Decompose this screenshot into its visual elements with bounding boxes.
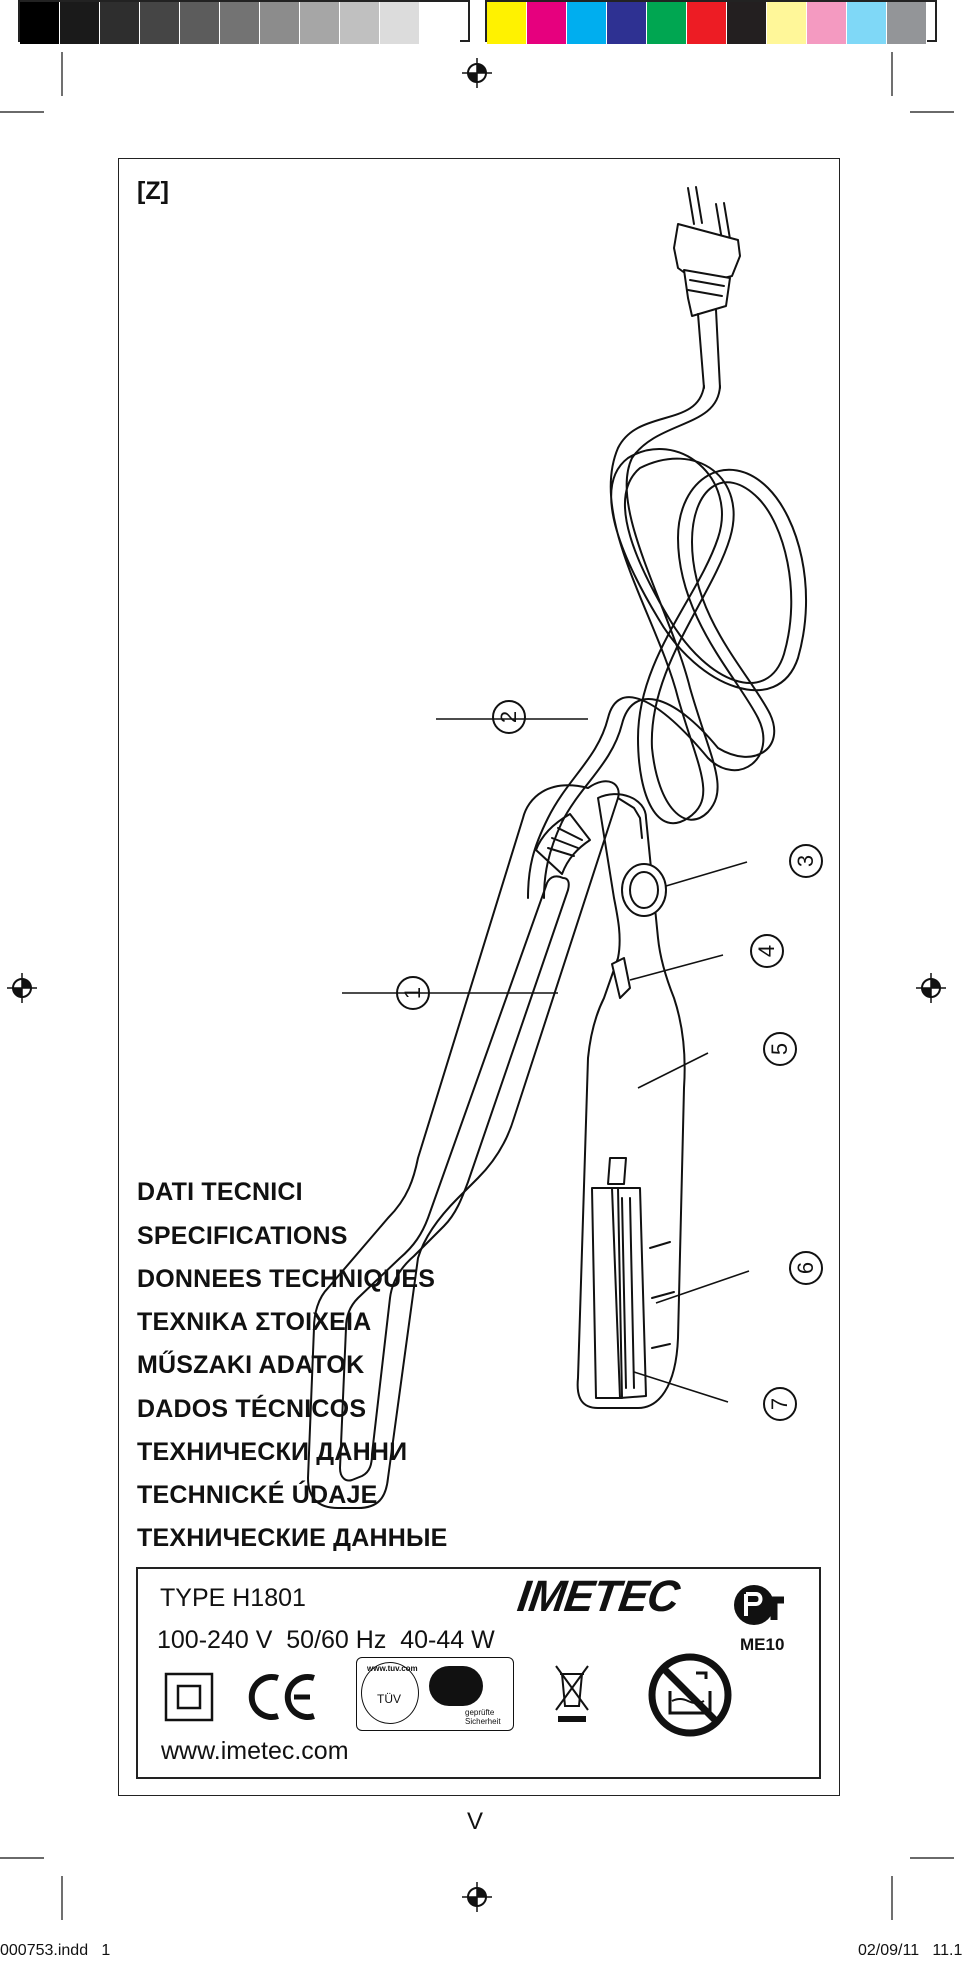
gs-caption-2: Sicherheit — [465, 1717, 501, 1726]
no-water-bath-icon — [648, 1653, 732, 1737]
spec-heading-cz: TECHNICKÉ ÚDAJE — [137, 1481, 378, 1509]
tuv-gs-certification-icon: www.tuv.com TÜV geprüfte Sicherheit — [356, 1657, 514, 1731]
ce-mark-icon — [248, 1674, 315, 1720]
file-slug: 000753.indd 1 — [0, 1942, 111, 1959]
gost-r-certification-icon — [734, 1585, 784, 1625]
model-type: TYPE H1801 — [160, 1584, 306, 1612]
callout-2: 2 — [492, 700, 526, 734]
grayscale-swatch — [220, 2, 260, 44]
color-swatch — [607, 2, 647, 44]
spec-heading-hu: MŰSZAKI ADATOK — [137, 1351, 365, 1379]
grayscale-swatch — [420, 2, 460, 44]
grayscale-swatch — [260, 2, 300, 44]
grayscale-swatch — [300, 2, 340, 44]
callout-1: 1 — [396, 976, 430, 1010]
weee-crossed-bin-icon — [555, 1665, 589, 1722]
spec-heading-ru: ТЕХНИЧЕСКИЕ ДАННЫЕ — [137, 1524, 448, 1552]
color-swatch — [807, 2, 847, 44]
grayscale-swatch — [180, 2, 220, 44]
spec-heading-bg: ТЕХНИЧЕСКИ ДАННИ — [137, 1438, 408, 1466]
rating-label-plate — [136, 1567, 821, 1779]
callout-7: 7 — [763, 1387, 797, 1421]
grayscale-swatch — [20, 2, 60, 44]
callout-5: 5 — [763, 1032, 797, 1066]
class-ii-double-insulation-icon — [164, 1672, 214, 1722]
callout-3: 3 — [789, 844, 823, 878]
brand-logo: IMETEC — [514, 1572, 682, 1621]
section-label: [Z] — [137, 177, 169, 205]
color-swatch — [527, 2, 567, 44]
page-frame — [118, 158, 840, 1796]
registration-mark-bottom — [462, 1882, 492, 1912]
grayscale-swatch — [60, 2, 100, 44]
spec-heading-en: SPECIFICATIONS — [137, 1222, 348, 1250]
callout-6: 6 — [789, 1251, 823, 1285]
spec-heading-it: DATI TECNICI — [137, 1178, 303, 1206]
spec-heading-gr: ΤΕΧΝΙΚΑ ΣΤΟΙΧΕΙΑ — [137, 1308, 372, 1336]
power-plug-icon — [673, 186, 741, 389]
grayscale-swatch — [380, 2, 420, 44]
color-swatch — [887, 2, 927, 44]
color-swatch — [767, 2, 807, 44]
website-url[interactable]: www.imetec.com — [161, 1737, 349, 1765]
registration-mark-top — [462, 58, 492, 88]
gs-mark — [429, 1666, 483, 1706]
tuv-url: www.tuv.com — [367, 1664, 418, 1673]
hair-straightener-illustration — [307, 186, 808, 1509]
spec-heading-fr: DONNEES TECHNIQUES — [137, 1265, 436, 1293]
registration-mark-right — [916, 973, 946, 1003]
tuv-seal — [361, 1662, 419, 1724]
color-calibration-bar — [485, 0, 937, 44]
color-swatch — [487, 2, 527, 44]
grayscale-swatch — [140, 2, 180, 44]
registration-mark-left — [7, 973, 37, 1003]
tuv-mark: TÜV — [377, 1692, 401, 1706]
print-timestamp: 02/09/11 11.1 — [858, 1942, 962, 1959]
color-swatch — [687, 2, 727, 44]
spec-heading-pt: DADOS TÉCNICOS — [137, 1395, 367, 1423]
color-swatch — [647, 2, 687, 44]
cert-code: ME10 — [740, 1635, 785, 1654]
color-swatch — [567, 2, 607, 44]
grayscale-calibration-bar — [18, 0, 470, 44]
color-swatch — [727, 2, 767, 44]
grayscale-swatch — [340, 2, 380, 44]
gs-caption-1: geprüfte — [465, 1708, 495, 1717]
electrical-rating: 100-240 V 50/60 Hz 40-44 W — [157, 1626, 495, 1654]
page-number: V — [467, 1808, 484, 1835]
callout-4: 4 — [750, 934, 784, 968]
color-swatch — [847, 2, 887, 44]
grayscale-swatch — [100, 2, 140, 44]
